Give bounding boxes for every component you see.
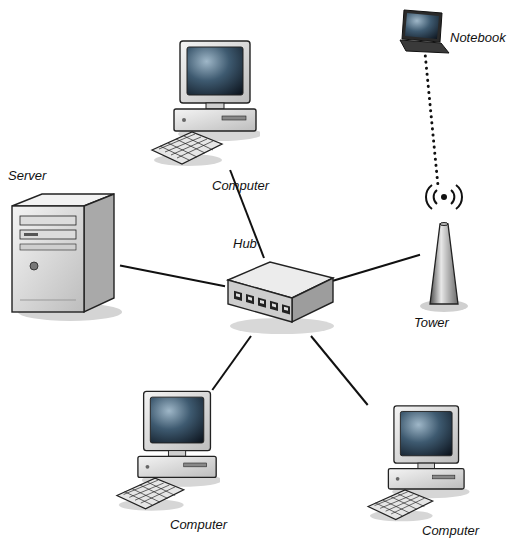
network-cable — [120, 266, 225, 287]
computer-illustration — [117, 391, 222, 510]
tower-illustration — [420, 185, 468, 312]
computer-illustration — [152, 41, 262, 166]
notebook-illustration — [400, 10, 449, 53]
device-node: Server — [8, 192, 120, 317]
device-label: Tower — [414, 315, 449, 331]
wireless-link — [425, 56, 438, 185]
device-node: Computer — [115, 390, 220, 515]
device-label: Computer — [422, 523, 479, 539]
device-node: Computer — [362, 405, 472, 525]
device-label: Computer — [212, 178, 269, 194]
device-label: Hub — [233, 236, 257, 252]
hub-illustration — [228, 262, 334, 334]
network-cable — [311, 336, 368, 405]
server-illustration — [12, 194, 122, 321]
computer-illustration — [117, 391, 222, 510]
device-label: Server — [8, 168, 46, 184]
device-node: Notebook — [398, 8, 448, 56]
computer-illustration — [368, 406, 470, 521]
device-node: Tower — [420, 185, 468, 310]
device-node: Computer — [150, 40, 260, 170]
computer-illustration — [368, 406, 470, 521]
device-label: Computer — [170, 517, 227, 533]
computer-illustration — [152, 41, 262, 166]
device-node: Hub — [225, 258, 333, 336]
network-cable — [212, 336, 251, 390]
network-cable — [333, 255, 420, 281]
device-label: Notebook — [450, 30, 506, 46]
